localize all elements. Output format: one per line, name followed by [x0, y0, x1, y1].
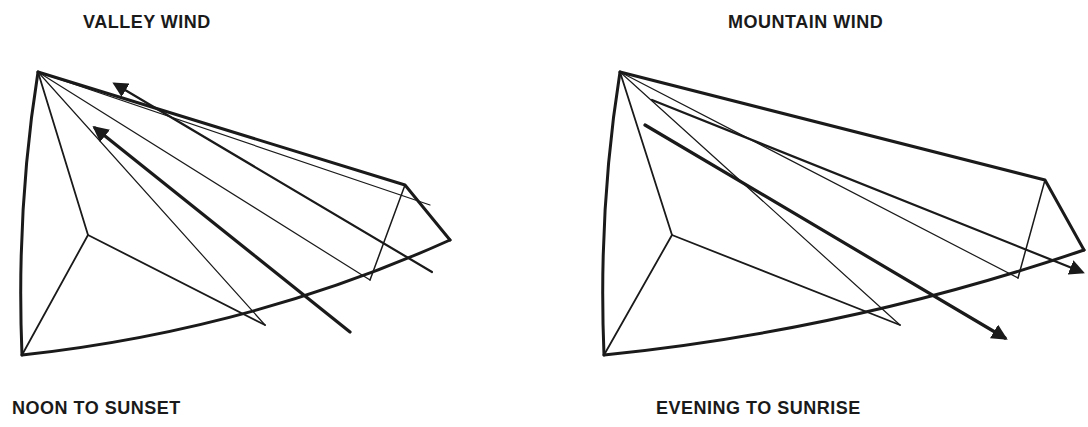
figure-heading: MOUNTAIN WIND	[728, 12, 883, 33]
valley-wedge	[603, 72, 1084, 355]
valley-wedge	[21, 72, 450, 355]
time-caption: EVENING TO SUNRISE	[656, 398, 861, 419]
figure-heading: VALLEY WIND	[83, 12, 211, 33]
time-caption: NOON TO SUNSET	[12, 398, 181, 419]
